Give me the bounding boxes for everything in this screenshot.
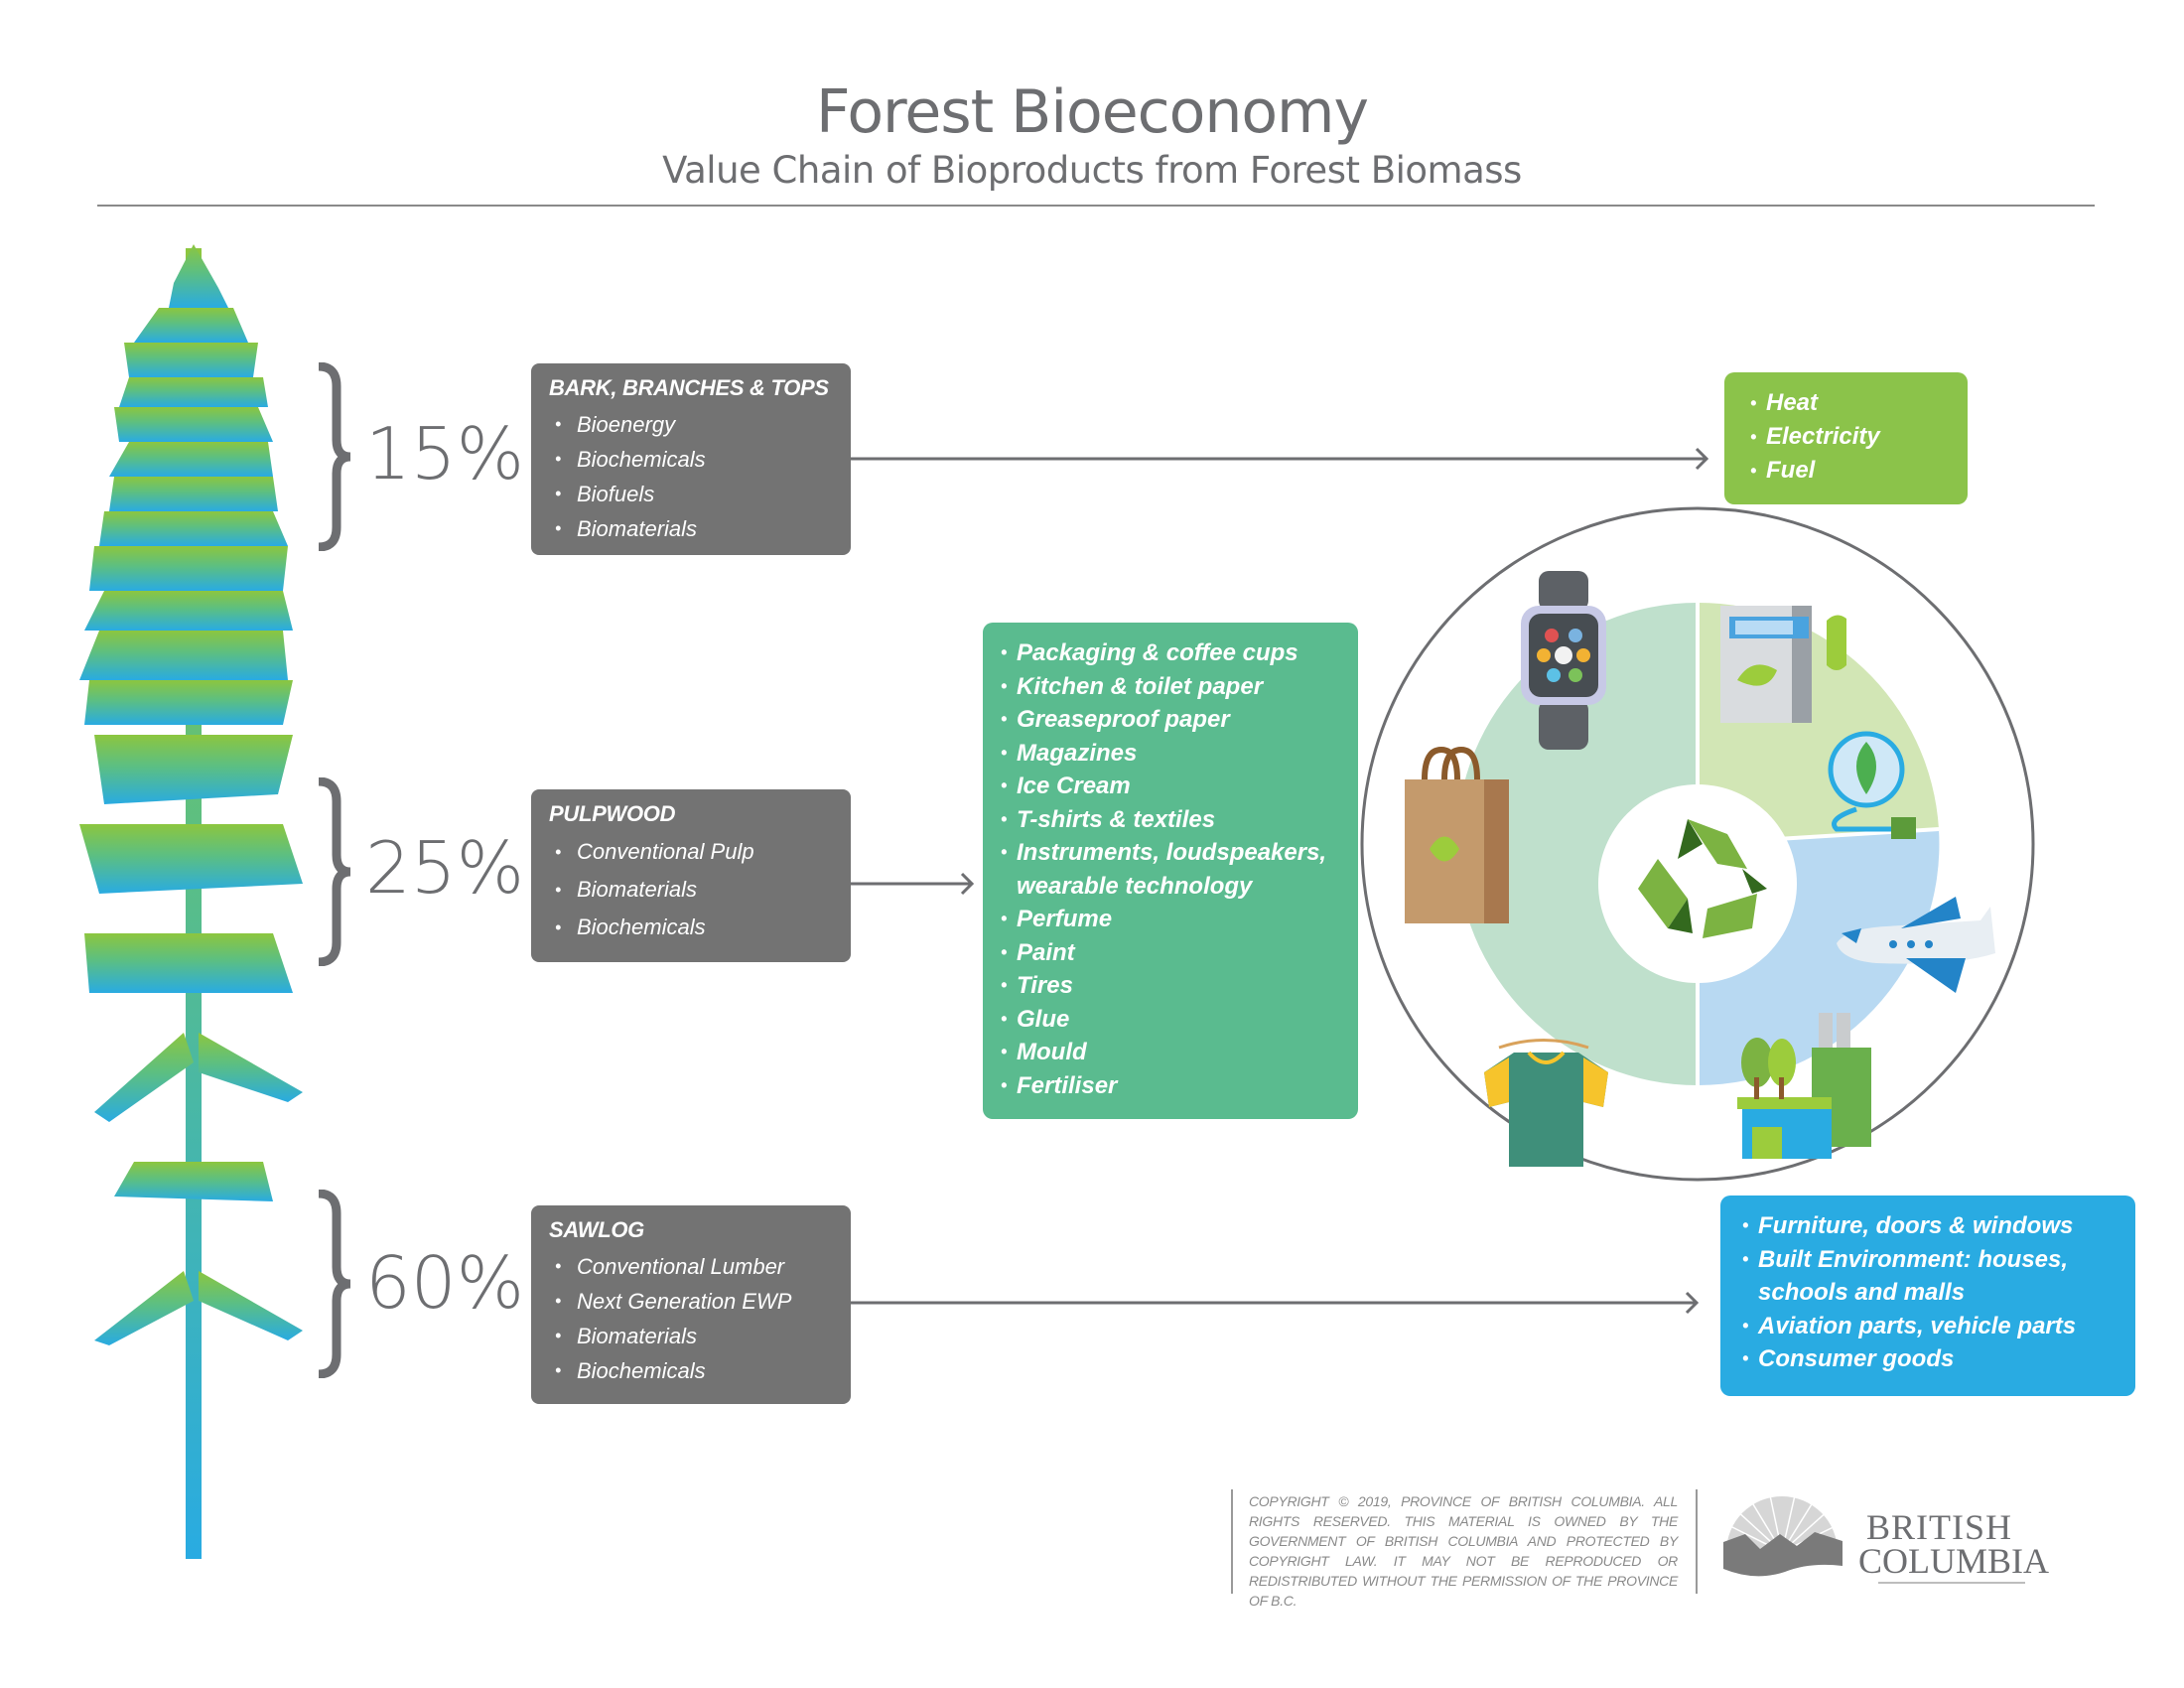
pulp-product-item: Glue xyxy=(1001,1003,1344,1037)
sawlog-heading: SAWLOG xyxy=(549,1217,644,1242)
percent-pulpwood: 25% xyxy=(365,826,525,910)
brace-25 xyxy=(313,777,352,966)
pulp-product-item: Instruments, loudspeakers, xyxy=(1001,836,1344,870)
copyright-notice: Copyright © 2019, Province of British Co… xyxy=(1249,1493,1678,1609)
pulpwood-item: Biomaterials xyxy=(555,871,833,909)
tshirt-icon xyxy=(1484,1039,1608,1167)
outer-circle xyxy=(1360,506,2035,1182)
airplane-icon xyxy=(1837,897,1995,993)
bioproducts-circle xyxy=(1360,492,2035,1187)
sawlog-item: Biochemicals xyxy=(555,1353,833,1388)
sawlog-box: SAWLOG Conventional Lumber Next Generati… xyxy=(531,1205,851,1404)
tree-illustration xyxy=(74,238,313,1559)
pulp-products-box: Packaging & coffee cups Kitchen & toilet… xyxy=(983,623,1358,1119)
energy-item: Fuel xyxy=(1750,454,1952,488)
bc-logo-line2: Columbia xyxy=(1858,1541,2050,1581)
page-subtitle: Value Chain of Bioproducts from Forest B… xyxy=(662,149,1522,192)
footer-divider-left xyxy=(1231,1489,1233,1594)
solid-wood-item-continued: schools and malls xyxy=(1758,1279,1966,1306)
pulp-product-item: Greaseproof paper xyxy=(1001,703,1344,737)
arrow-bark-to-energy xyxy=(851,447,1714,471)
bark-item: Biofuels xyxy=(555,477,833,511)
bark-branches-tops-box: BARK, BRANCHES & TOPS Bioenergy Biochemi… xyxy=(531,363,851,555)
pulp-product-item: T-shirts & textiles xyxy=(1001,803,1344,837)
sawlog-item: Next Generation EWP xyxy=(555,1284,833,1319)
sawlog-item: Conventional Lumber xyxy=(555,1249,833,1284)
arrow-sawlog-to-products xyxy=(851,1291,1705,1315)
energy-item: Electricity xyxy=(1750,420,1952,454)
header-divider xyxy=(97,205,2095,207)
pulp-product-item: Ice Cream xyxy=(1001,770,1344,803)
footer-divider-right xyxy=(1696,1489,1698,1594)
pulp-product-item: Perfume xyxy=(1001,903,1344,936)
sawlog-item: Biomaterials xyxy=(555,1319,833,1353)
green-building-icon xyxy=(1737,1013,1871,1159)
solid-wood-item: Consumer goods xyxy=(1742,1342,2123,1376)
solid-wood-item: Built Environment: houses, xyxy=(1742,1243,2123,1277)
pulpwood-box: PULPWOOD Conventional Pulp Biomaterials … xyxy=(531,789,851,962)
page-title: Forest Bioeconomy xyxy=(815,77,1369,147)
solid-wood-item: Aviation parts, vehicle parts xyxy=(1742,1310,2123,1343)
percent-sawlog: 60% xyxy=(365,1241,525,1325)
biofuel-pump-icon xyxy=(1720,606,1846,723)
pulp-product-item: Magazines xyxy=(1001,737,1344,771)
bc-logo-emblem xyxy=(1715,1494,1849,1579)
pulpwood-heading: PULPWOOD xyxy=(549,801,676,826)
bark-item: Biomaterials xyxy=(555,511,833,546)
bc-logo-line1: British xyxy=(1866,1507,2013,1547)
recycle-icon xyxy=(1638,819,1767,938)
eco-plug-icon xyxy=(1828,731,1916,839)
pulp-product-item: Kitchen & toilet paper xyxy=(1001,670,1344,704)
bark-item: Bioenergy xyxy=(555,407,833,442)
percent-bark: 15% xyxy=(365,412,525,495)
brace-60 xyxy=(313,1190,352,1378)
pulpwood-item: Biochemicals xyxy=(555,909,833,946)
energy-item: Heat xyxy=(1750,386,1952,420)
solid-wood-item: Furniture, doors & windows xyxy=(1742,1209,2123,1243)
bark-heading: BARK, BRANCHES & TOPS xyxy=(549,375,829,400)
paper-bag-icon xyxy=(1405,746,1509,923)
smartwatch-icon xyxy=(1521,571,1606,750)
pulp-product-item: Fertiliser xyxy=(1001,1069,1344,1103)
energy-products-box: Heat Electricity Fuel xyxy=(1724,372,1968,504)
pulp-product-item: Packaging & coffee cups xyxy=(1001,636,1344,670)
bark-item: Biochemicals xyxy=(555,442,833,477)
pulp-product-item: Paint xyxy=(1001,936,1344,970)
pulp-product-item-continued: wearable technology xyxy=(1017,872,1253,900)
pulpwood-item: Conventional Pulp xyxy=(555,833,833,871)
bc-logo-underline xyxy=(1878,1582,2025,1584)
pulp-product-item: Tires xyxy=(1001,969,1344,1003)
pulp-product-item: Mould xyxy=(1001,1036,1344,1069)
arrow-pulpwood-to-products xyxy=(851,872,980,896)
solid-wood-products-box: Furniture, doors & windows Built Environ… xyxy=(1720,1196,2135,1396)
brace-15 xyxy=(313,362,352,551)
